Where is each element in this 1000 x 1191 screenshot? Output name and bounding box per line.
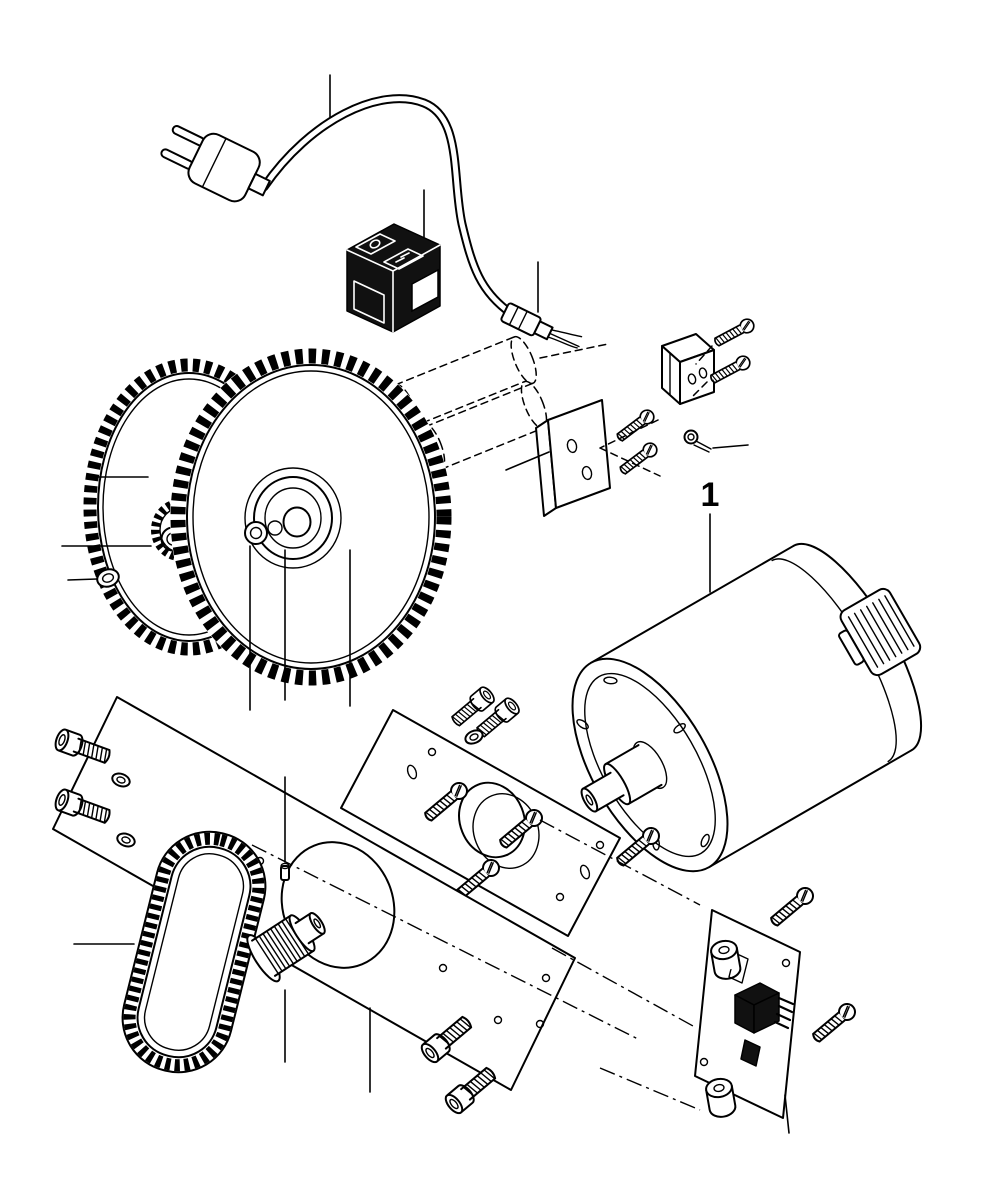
switch-front-window bbox=[353, 280, 385, 324]
motor-shaft bbox=[580, 744, 663, 813]
alignment-dashed-line bbox=[539, 343, 609, 359]
dowel-pin bbox=[280, 862, 290, 881]
ring-terminal bbox=[683, 429, 712, 453]
power-off-ring-icon bbox=[369, 239, 381, 249]
bracket-leader-line bbox=[505, 451, 550, 471]
cap-screw-bottom-2 bbox=[441, 1062, 501, 1117]
front-plate bbox=[52, 696, 576, 1091]
washer-left bbox=[96, 568, 120, 588]
alignment-dashed-arrow bbox=[599, 419, 661, 477]
connector-pins bbox=[773, 996, 795, 1030]
part-1-label: 1 bbox=[701, 476, 720, 514]
washer-gear-hub bbox=[244, 521, 268, 545]
cable-end bbox=[500, 302, 583, 349]
terminal-screw-2 bbox=[707, 352, 754, 387]
alignment-dashed-line bbox=[695, 345, 713, 365]
switch-rocker-off bbox=[355, 233, 396, 255]
centerline-4 bbox=[599, 1067, 701, 1111]
switch-side-clip bbox=[411, 268, 439, 313]
mounting-bracket bbox=[535, 399, 611, 517]
power-cord bbox=[259, 94, 517, 319]
switch-rocker-on bbox=[383, 248, 424, 270]
centerline-3 bbox=[551, 947, 694, 1027]
terminal-block bbox=[661, 333, 715, 405]
board-screw-2 bbox=[808, 999, 860, 1046]
circuit-board bbox=[694, 909, 801, 1120]
belt-pulley bbox=[246, 912, 326, 983]
motor-terminal-block bbox=[838, 587, 922, 677]
power-switch bbox=[346, 223, 441, 333]
terminal-screw-1 bbox=[711, 315, 758, 350]
power-on-bars-icon bbox=[395, 252, 410, 263]
board-screw-1 bbox=[766, 883, 818, 930]
rear-plate bbox=[340, 709, 621, 937]
alignment-dashed-line bbox=[692, 381, 708, 397]
motor bbox=[571, 542, 923, 873]
centerline-1 bbox=[251, 844, 641, 1041]
board-leader-line bbox=[784, 1094, 790, 1134]
ring-terminal-leader-line bbox=[712, 444, 749, 449]
centerline-2 bbox=[539, 819, 701, 906]
board-transistor bbox=[740, 1039, 761, 1067]
washer-leader-line bbox=[67, 578, 98, 581]
gear-large bbox=[170, 348, 452, 686]
timing-belt bbox=[121, 830, 267, 1074]
power-plug bbox=[160, 125, 271, 203]
board-connector bbox=[734, 982, 795, 1034]
